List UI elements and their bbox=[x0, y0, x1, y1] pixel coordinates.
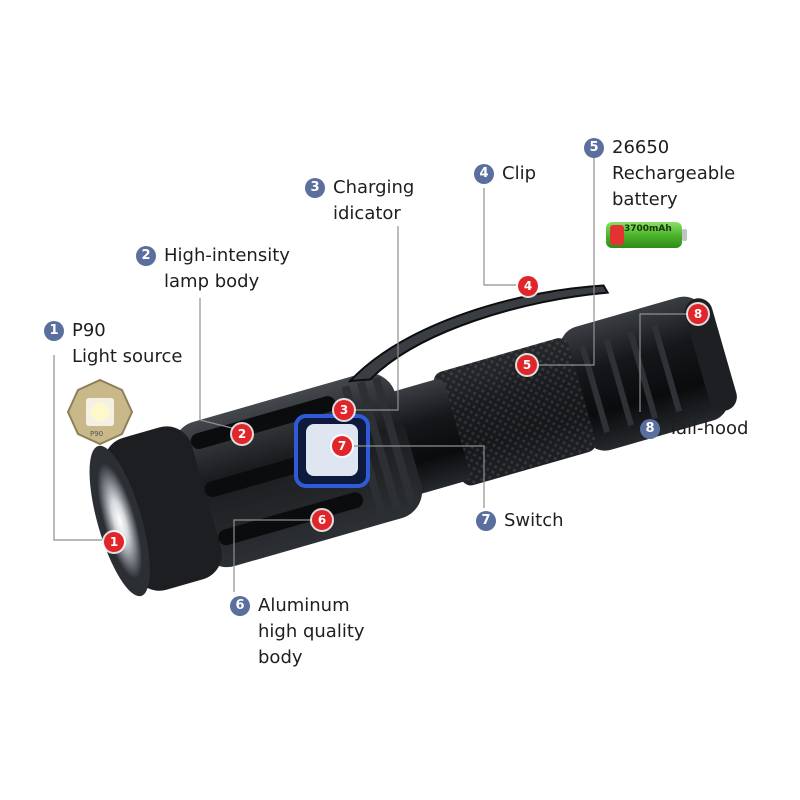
callout-badge-3: 3 bbox=[305, 178, 325, 198]
marker-5: 5 bbox=[517, 355, 537, 375]
callout-text: Aluminum bbox=[258, 595, 350, 616]
callout-text: battery bbox=[612, 189, 678, 210]
callout-text: Tail-hood bbox=[668, 418, 749, 439]
callout-badge-6: 6 bbox=[230, 596, 250, 616]
callout-light-source: 1 P90 Light source bbox=[44, 318, 183, 370]
marker-1: 1 bbox=[104, 532, 124, 552]
marker-4: 4 bbox=[518, 276, 538, 296]
callout-text: Charging bbox=[333, 177, 415, 198]
callout-text: lamp body bbox=[164, 271, 260, 292]
callout-badge-7: 7 bbox=[476, 511, 496, 531]
callout-badge-8: 8 bbox=[640, 419, 660, 439]
callout-badge-2: 2 bbox=[136, 246, 156, 266]
callout-badge-5: 5 bbox=[584, 138, 604, 158]
callout-battery: 5 26650 Rechargeable battery bbox=[584, 135, 736, 213]
callout-text: High-intensity bbox=[164, 245, 290, 266]
callout-switch: 7 Switch bbox=[476, 508, 564, 534]
callout-text: Light source bbox=[72, 346, 183, 367]
callout-text: P90 bbox=[72, 320, 106, 341]
callout-tail-hood: 8 Tail-hood bbox=[640, 416, 749, 442]
marker-6: 6 bbox=[312, 510, 332, 530]
led-chip-label: P90 bbox=[90, 430, 104, 438]
marker-2: 2 bbox=[232, 424, 252, 444]
callout-text: Rechargeable bbox=[612, 163, 736, 184]
marker-8: 8 bbox=[688, 304, 708, 324]
callout-clip: 4 Clip bbox=[474, 161, 536, 187]
callout-charging-indicator: 3 Charging idicator bbox=[305, 175, 415, 227]
callout-badge-4: 4 bbox=[474, 164, 494, 184]
battery-capacity-label: 3700mAh bbox=[624, 224, 672, 234]
callout-lamp-body: 2 High-intensity lamp body bbox=[136, 243, 290, 295]
callout-text: Clip bbox=[502, 163, 536, 184]
callout-aluminum-body: 6 Aluminum high quality body bbox=[230, 593, 365, 671]
callout-badge-1: 1 bbox=[44, 321, 64, 341]
callout-text: 26650 bbox=[612, 137, 670, 158]
callout-text: idicator bbox=[333, 203, 401, 224]
callout-text: high quality bbox=[258, 621, 365, 642]
callout-text: Switch bbox=[504, 510, 564, 531]
marker-3: 3 bbox=[334, 400, 354, 420]
marker-7: 7 bbox=[332, 436, 352, 456]
callout-text: body bbox=[258, 647, 303, 668]
